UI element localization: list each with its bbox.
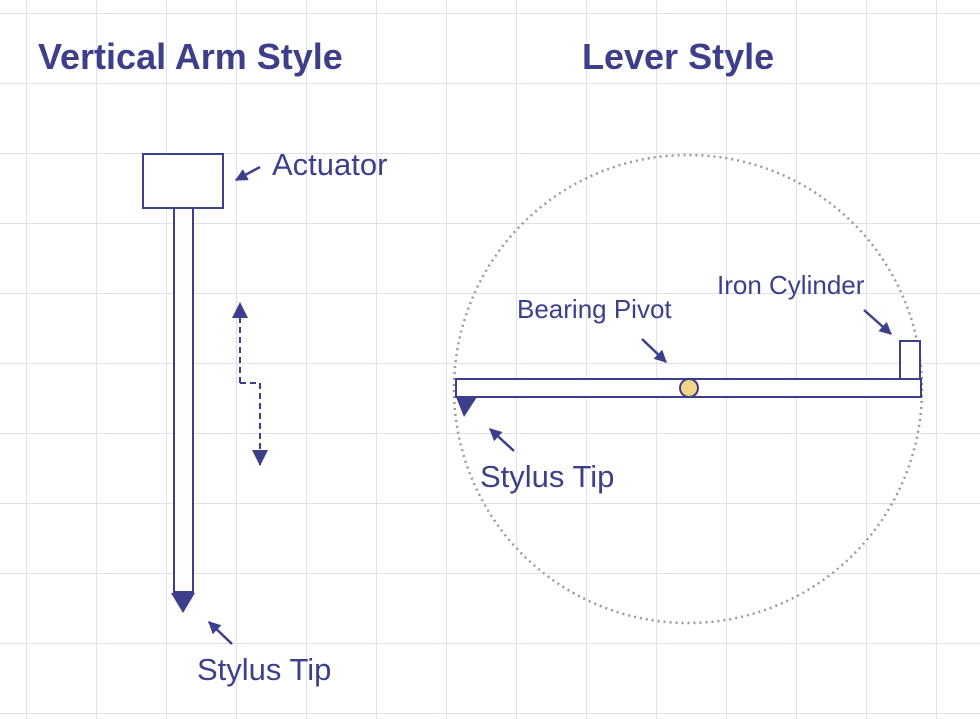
- vertical-stylus-tip: [171, 593, 195, 613]
- lever-stylus-pointer-arrow: [489, 428, 515, 452]
- motion-arrow-down-head: [252, 450, 268, 466]
- motion-arrow-up-head: [232, 302, 248, 318]
- motion-arrow-icon: [239, 303, 261, 465]
- actuator-label: Actuator: [272, 147, 388, 182]
- actuator-box: [142, 153, 224, 209]
- pivot-pointer-arrow: [641, 338, 667, 363]
- vertical-arm: [173, 207, 194, 593]
- vertical-stylus-pointer-arrow: [208, 621, 233, 645]
- lever-assembly: [452, 153, 924, 625]
- vertical-arm-assembly: [142, 153, 268, 645]
- cylinder-pointer-arrow: [863, 309, 892, 335]
- bearing-pivot-label: Bearing Pivot: [517, 294, 672, 324]
- vertical-stylus-label: Stylus Tip: [197, 652, 332, 687]
- iron-cylinder: [899, 340, 921, 380]
- iron-cylinder-label: Iron Cylinder: [717, 270, 865, 300]
- lever-title: Lever Style: [582, 36, 775, 77]
- lever-stylus-label: Stylus Tip: [480, 459, 615, 494]
- vertical-arm-title: Vertical Arm Style: [38, 36, 343, 77]
- actuator-pointer-arrow: [234, 165, 261, 182]
- bearing-pivot: [679, 378, 699, 398]
- lever-stylus-tip: [456, 397, 477, 417]
